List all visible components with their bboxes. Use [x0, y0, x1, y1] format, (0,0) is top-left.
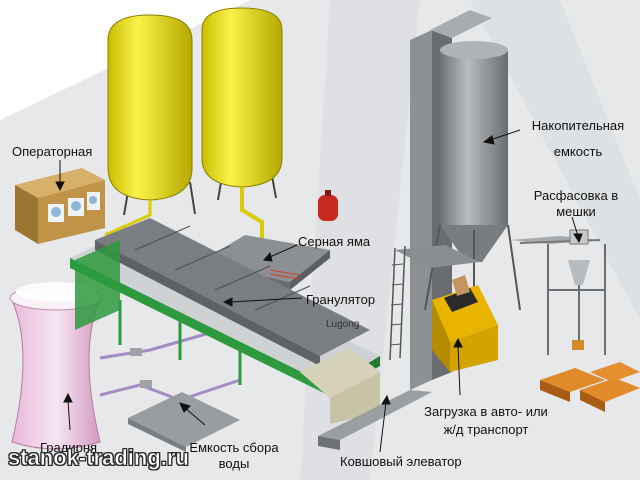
label-truck-loading: Загрузка в авто- или ж/д транспорт [398, 404, 574, 438]
label-storage-bin-line2: емкость [553, 144, 603, 159]
label-truck-loading-line1: Загрузка в авто- или [424, 404, 548, 419]
label-bucket-elevator: Ковшовый элеватор [340, 454, 462, 469]
label-bag-packing: Расфасовка в мешки [522, 188, 630, 220]
label-cooling-tower: Градирня [40, 440, 98, 455]
loading-truck [432, 275, 498, 372]
storage-bin [395, 41, 521, 320]
water-tank [128, 392, 240, 452]
label-sulfur-pit: Серная яма [298, 234, 371, 249]
yellow-tank-left [107, 14, 196, 216]
ladder [389, 245, 406, 361]
pump-2 [140, 380, 152, 388]
water-pipes [99, 328, 241, 402]
red-tank [318, 190, 338, 221]
granulator-machine [70, 218, 380, 396]
pump-1 [130, 348, 142, 356]
yellow-pipes [104, 187, 264, 240]
label-water-tank-line1: Емкость сбора [189, 440, 279, 455]
label-granulator: Гранулятор [306, 292, 376, 307]
yellow-tank-right [201, 7, 283, 201]
label-storage-bin-line1: Накопительная [531, 118, 625, 133]
label-water-tank-line2: воды [218, 456, 250, 471]
label-storage-bin: Накопительная емкость [518, 118, 638, 160]
granule-discharge [300, 348, 380, 424]
label-bag-packing-line1: Расфасовка в [533, 188, 619, 203]
label-water-tank: Емкость сбора воды [184, 440, 284, 472]
label-brand: Lugong [326, 319, 360, 330]
label-bag-packing-line2: мешки [556, 204, 596, 219]
watermark: stanok-trading.ru [8, 445, 190, 470]
bag-pallets [540, 362, 640, 412]
label-operator-room: Операторная [12, 144, 93, 159]
label-truck-loading-line2: ж/д транспорт [443, 422, 529, 437]
pointer-arrows [55, 129, 583, 453]
